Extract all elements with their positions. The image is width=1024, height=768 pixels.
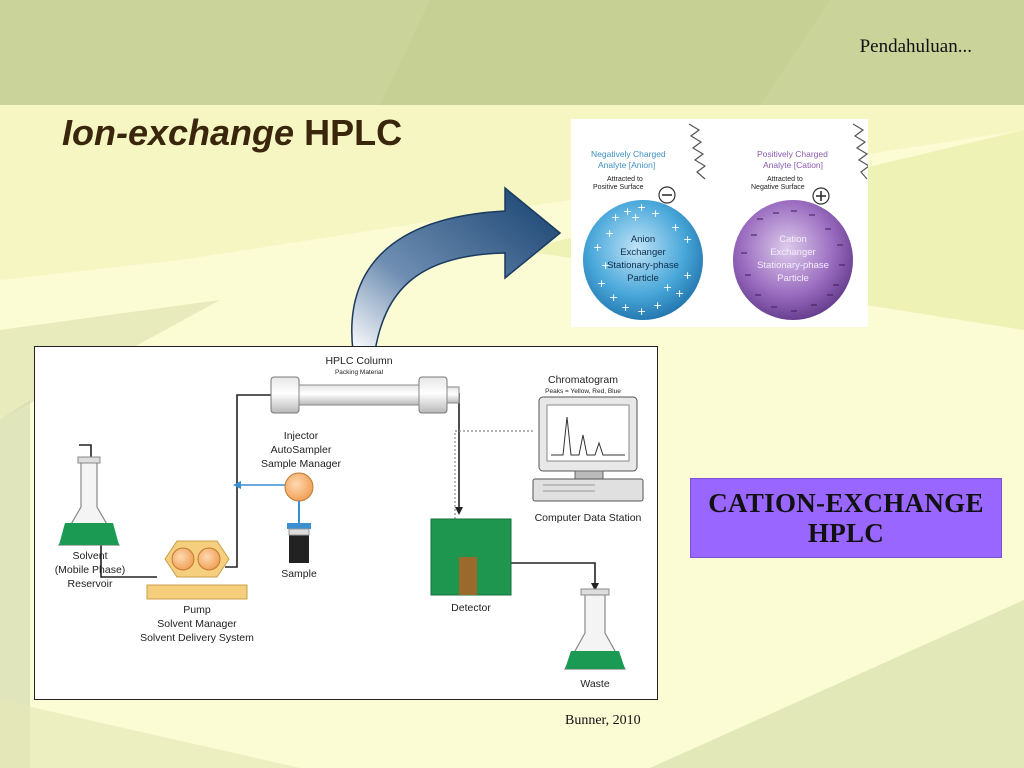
anion-particle-line1: Anion [631, 234, 655, 245]
svg-text:+: + [609, 291, 618, 304]
column-subtitle: Packing Material [335, 369, 384, 376]
citation: Bunner, 2010 [565, 713, 641, 728]
injector-line3: Sample Manager [261, 458, 341, 470]
cation-particle [733, 200, 853, 320]
title-plain-part: HPLC [304, 112, 403, 153]
waste-label: Waste [580, 678, 610, 690]
anion-attract-line2: Positive Surface [593, 184, 644, 191]
hplc-system-diagram: HPLC Column Packing Material Chromatogra… [34, 346, 658, 700]
svg-text:+: + [593, 241, 602, 254]
svg-text:+: + [637, 201, 646, 214]
cation-attract-line2: Negative Surface [751, 184, 805, 191]
anion-analyte-line2: Analyte [Anion] [598, 160, 655, 170]
anion-particle-line2: Exchanger [620, 247, 665, 258]
callout-line1: CATION-EXCHANGE [708, 488, 984, 518]
slide-title: Ion-exchange HPLC [62, 112, 402, 154]
computer-icon [532, 396, 644, 502]
chromatogram-title: Chromatogram [548, 374, 618, 386]
svg-text:+: + [611, 211, 620, 224]
cation-particle-line1: Cation [779, 234, 806, 245]
cation-analyte-line2: Analyte [Cation] [763, 160, 823, 170]
svg-text:+: + [683, 233, 692, 246]
cation-attract-line1: Attracted to [767, 176, 803, 183]
svg-text:+: + [621, 301, 630, 314]
section-label: Pendahuluan... [859, 36, 972, 57]
svg-text:+: + [683, 269, 692, 282]
chromatogram-subtitle: Peaks = Yellow, Red, Blue [545, 388, 621, 395]
anion-particle [583, 200, 703, 320]
svg-text:+: + [653, 299, 662, 312]
svg-text:+: + [605, 227, 614, 240]
cation-exchange-callout: CATION-EXCHANGE HPLC [690, 478, 1002, 558]
anion-particle-line3: Stationary-phase [607, 260, 679, 271]
pump-line2: Solvent Manager [157, 618, 237, 630]
svg-text:+: + [601, 259, 610, 272]
tubing-lines [79, 393, 596, 583]
hplc-column [270, 376, 460, 414]
computer-label: Computer Data Station [535, 512, 642, 524]
solvent-flask-icon [57, 456, 121, 546]
cation-particle-line4: Particle [777, 273, 809, 284]
svg-text:+: + [623, 205, 632, 218]
svg-text:+: + [637, 305, 646, 318]
sample-label: Sample [281, 568, 317, 580]
cation-minus-charges [741, 210, 845, 312]
detector-icon [430, 518, 512, 596]
title-italic-part: Ion-exchange [62, 112, 295, 153]
cation-squiggle [852, 123, 868, 180]
svg-text:+: + [663, 281, 672, 294]
pump-icon [146, 540, 248, 600]
anion-squiggle [688, 123, 707, 180]
pump-line1: Pump [183, 604, 211, 616]
sample-vial-icon [287, 501, 311, 563]
svg-text:+: + [675, 287, 684, 300]
solvent-line2: (Mobile Phase) [55, 564, 126, 576]
waste-flask-icon [563, 588, 627, 670]
callout-line2: HPLC [807, 518, 885, 548]
curved-arrow-icon [351, 186, 562, 352]
detector-label: Detector [451, 602, 491, 614]
column-title: HPLC Column [325, 355, 392, 367]
injector-icon [284, 472, 314, 502]
cation-particle-line2: Exchanger [770, 247, 815, 258]
anion-analyte-line1: Negatively Charged [591, 149, 666, 159]
anion-particle-line4: Particle [627, 273, 659, 284]
anion-plus-charges: ++++ ++++ ++++ ++++ ++ [593, 201, 692, 318]
pump-line3: Solvent Delivery System [140, 632, 254, 644]
solvent-line3: Reservoir [68, 578, 113, 590]
svg-text:+: + [597, 277, 606, 290]
svg-text:+: + [671, 221, 680, 234]
ion-exchange-particles-figure: Negatively Charged Analyte [Anion] Attra… [571, 119, 868, 327]
svg-text:+: + [651, 207, 660, 220]
cation-analyte-line1: Positively Charged [757, 149, 828, 159]
injector-line1: Injector [284, 430, 319, 442]
injector-line2: AutoSampler [271, 444, 332, 456]
svg-text:+: + [631, 211, 640, 224]
solvent-line1: Solvent [72, 550, 107, 562]
anion-attract-line1: Attracted to [607, 176, 643, 183]
cation-particle-line3: Stationary-phase [757, 260, 829, 271]
